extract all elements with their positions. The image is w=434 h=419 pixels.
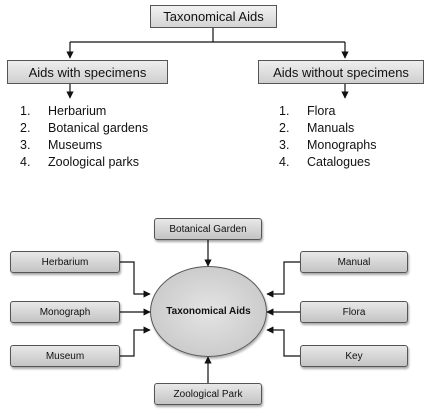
- herbarium-node: Herbarium: [10, 251, 120, 273]
- list-item: 3.Museums: [20, 138, 103, 152]
- list-item: 1.Flora: [279, 104, 336, 118]
- list-item: 2.Botanical gardens: [20, 121, 149, 135]
- museum-node: Museum: [10, 345, 120, 367]
- key-node: Key: [300, 345, 408, 367]
- list-item: 1.Herbarium: [20, 104, 107, 118]
- arrow-from-herbarium: [120, 261, 151, 298]
- manual-node: Manual: [300, 251, 408, 273]
- without-specimens-node: Aids without specimens: [258, 60, 424, 84]
- root-node: Taxonomical Aids: [150, 5, 277, 28]
- zoological-park-node: Zoological Park: [154, 383, 262, 405]
- monograph-node: Monograph: [10, 301, 120, 323]
- arrow-from-museum: [120, 326, 151, 357]
- list-item: 2.Manuals: [279, 121, 355, 135]
- list-item: 4.Zoological parks: [20, 155, 140, 169]
- flora-node: Flora: [300, 301, 408, 323]
- arrow-from-key: [266, 326, 300, 357]
- center-node: Taxonomical Aids: [150, 266, 267, 357]
- arrow-from-manual: [266, 261, 300, 298]
- with-specimens-node: Aids with specimens: [7, 60, 168, 84]
- with-specimens-list: 1.Herbarium 2.Botanical gardens 3.Museum…: [20, 103, 148, 171]
- botanical-garden-node: Botanical Garden: [154, 218, 262, 240]
- list-item: 3.Monographs: [279, 138, 377, 152]
- list-item: 4.Catalogues: [279, 155, 371, 169]
- without-specimens-list: 1.Flora 2.Manuals 3.Monographs 4.Catalog…: [279, 103, 377, 171]
